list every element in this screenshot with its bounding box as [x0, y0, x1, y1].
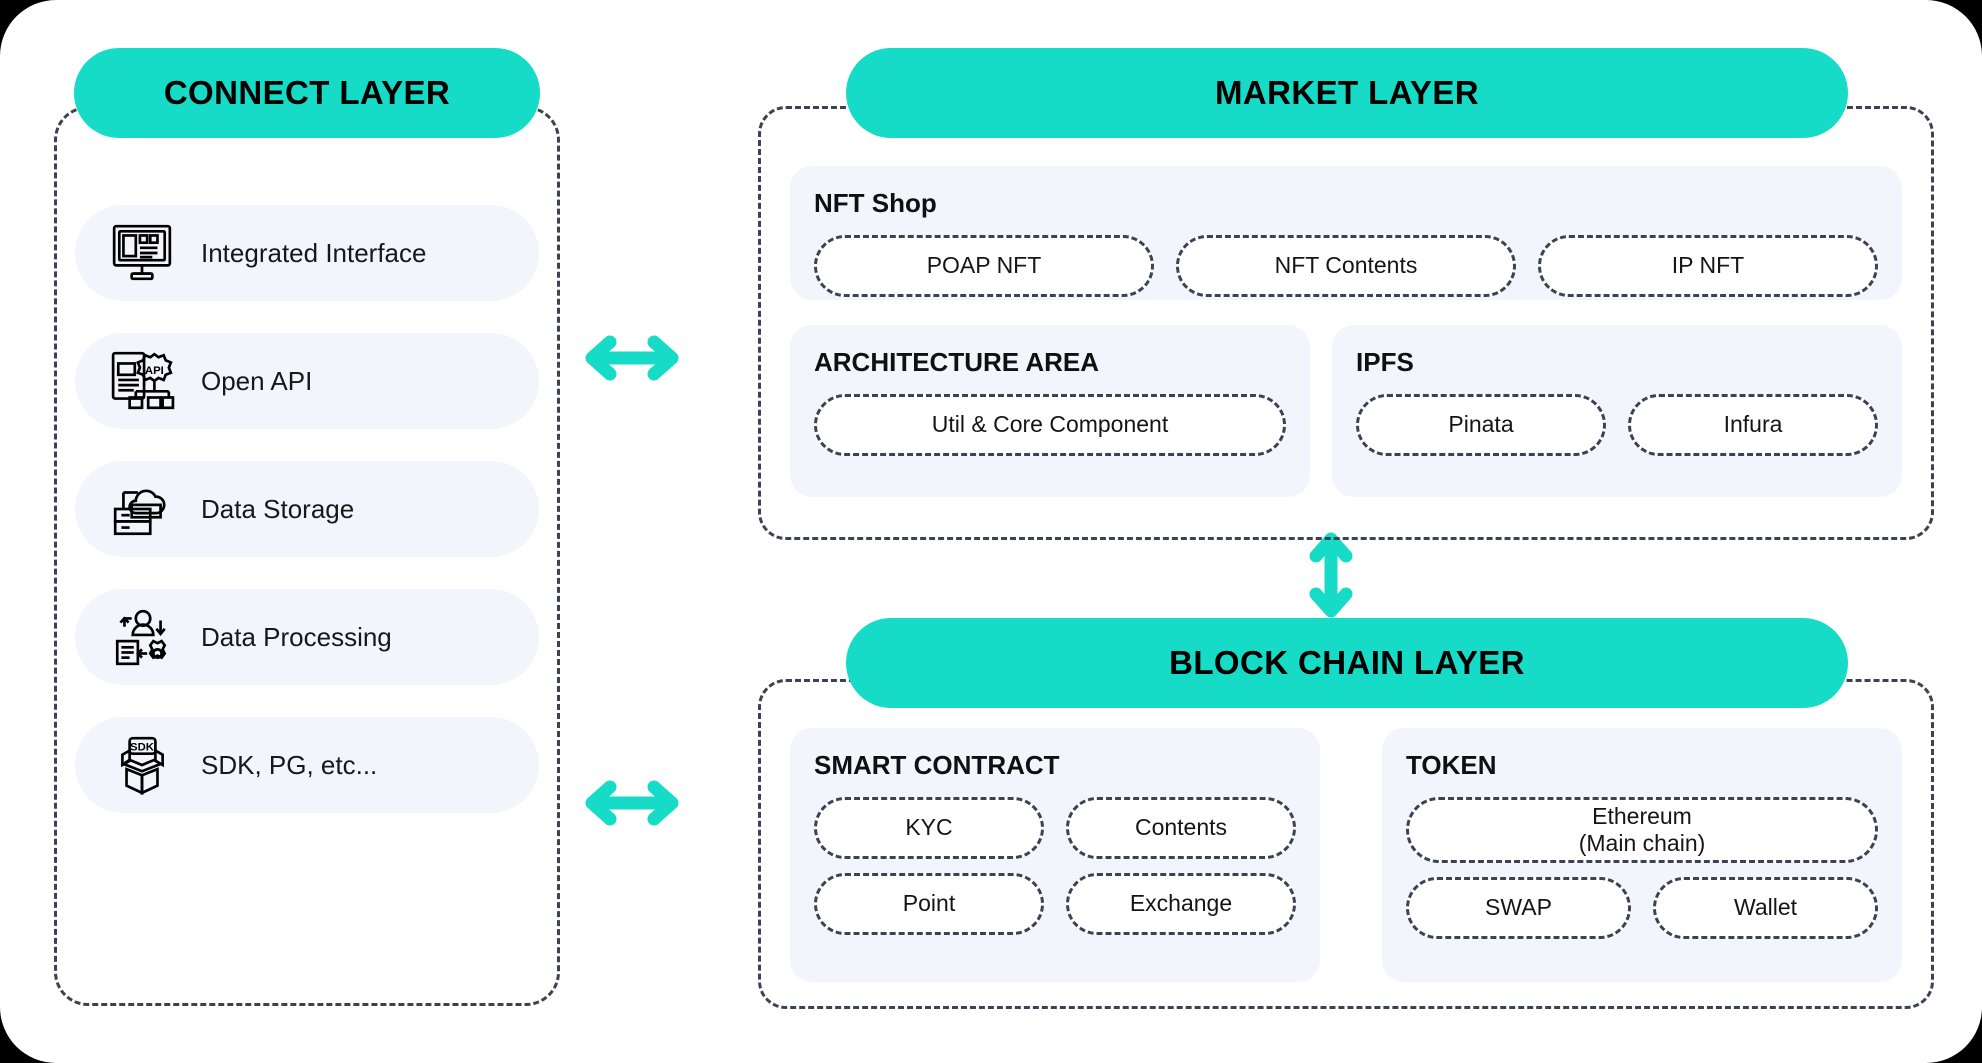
pill-infura[interactable]: Infura — [1628, 394, 1878, 456]
page-title: BLOCK CHAIN LAYER — [1169, 644, 1525, 681]
pill-contents[interactable]: Contents — [1066, 797, 1296, 859]
sdk-box-icon: SDK — [109, 734, 175, 796]
page-title: CONNECT LAYER — [163, 74, 451, 111]
connect-layer-container: Integrated Interface API — [54, 106, 560, 1006]
group-title: SMART CONTRACT — [814, 750, 1060, 780]
connect-item-sdk[interactable]: SDK SDK, PG, etc... — [75, 717, 539, 813]
connect-item-label: Open API — [201, 365, 313, 396]
pill-exchange[interactable]: Exchange — [1066, 873, 1296, 935]
pill-wallet[interactable]: Wallet — [1653, 877, 1878, 939]
market-layer-header: MARKET LAYER — [846, 48, 1848, 138]
svg-text:API: API — [145, 365, 164, 377]
connect-to-blockchain-arrow — [580, 775, 684, 831]
pill-point[interactable]: Point — [814, 873, 1044, 935]
pill-ip-nft[interactable]: IP NFT — [1538, 235, 1878, 297]
pill-ethereum-main-chain[interactable]: Ethereum (Main chain) — [1406, 797, 1878, 863]
architecture-pill-row: Util & Core Component — [814, 394, 1286, 456]
token-row-2: SWAP Wallet — [1406, 877, 1878, 939]
smart-contract-row-2: Point Exchange — [814, 873, 1296, 935]
monitor-dashboard-icon — [109, 222, 175, 284]
nft-shop-pill-row: POAP NFT NFT Contents IP NFT — [814, 235, 1878, 297]
group-token: TOKEN Ethereum (Main chain) SWAP Wallet — [1382, 728, 1902, 982]
connect-layer-item-list: Integrated Interface API — [57, 205, 557, 813]
connect-item-label: SDK, PG, etc... — [201, 749, 378, 780]
connect-item-open-api[interactable]: API Open API — [75, 333, 539, 429]
pill-pinata[interactable]: Pinata — [1356, 394, 1606, 456]
cloud-database-icon — [109, 478, 175, 540]
group-architecture-area: ARCHITECTURE AREA Util & Core Component — [790, 325, 1310, 497]
pill-poap-nft[interactable]: POAP NFT — [814, 235, 1154, 297]
group-nft-shop: NFT Shop POAP NFT NFT Contents IP NFT — [790, 166, 1902, 300]
page-title: MARKET LAYER — [1215, 74, 1479, 111]
market-to-blockchain-arrow — [1302, 527, 1360, 623]
connect-to-market-arrow — [580, 330, 684, 386]
group-smart-contract: SMART CONTRACT KYC Contents Point Exchan… — [790, 728, 1320, 982]
group-ipfs: IPFS Pinata Infura — [1332, 325, 1902, 497]
block-chain-layer-header: BLOCK CHAIN LAYER — [846, 618, 1848, 708]
user-gear-process-icon — [109, 606, 175, 668]
group-title: IPFS — [1356, 347, 1414, 377]
smart-contract-row-1: KYC Contents — [814, 797, 1296, 859]
token-row-1: Ethereum (Main chain) — [1406, 797, 1878, 863]
group-title: ARCHITECTURE AREA — [814, 347, 1100, 377]
api-badge-icon: API — [109, 350, 175, 412]
svg-text:SDK: SDK — [130, 742, 155, 754]
pill-nft-contents[interactable]: NFT Contents — [1176, 235, 1516, 297]
connect-item-integrated-interface[interactable]: Integrated Interface — [75, 205, 539, 301]
token-pill-grid: Ethereum (Main chain) SWAP Wallet — [1406, 797, 1878, 939]
connect-item-data-storage[interactable]: Data Storage — [75, 461, 539, 557]
connect-item-label: Data Storage — [201, 493, 355, 524]
ipfs-pill-row: Pinata Infura — [1356, 394, 1878, 456]
group-title: NFT Shop — [814, 188, 937, 218]
pill-kyc[interactable]: KYC — [814, 797, 1044, 859]
connect-item-label: Integrated Interface — [201, 237, 427, 268]
smart-contract-pill-grid: KYC Contents Point Exchange — [814, 797, 1296, 935]
connect-item-label: Data Processing — [201, 621, 392, 652]
pill-swap[interactable]: SWAP — [1406, 877, 1631, 939]
group-title: TOKEN — [1406, 750, 1497, 780]
connect-item-data-processing[interactable]: Data Processing — [75, 589, 539, 685]
pill-util-core-component[interactable]: Util & Core Component — [814, 394, 1286, 456]
connect-layer-header: CONNECT LAYER — [74, 48, 540, 138]
